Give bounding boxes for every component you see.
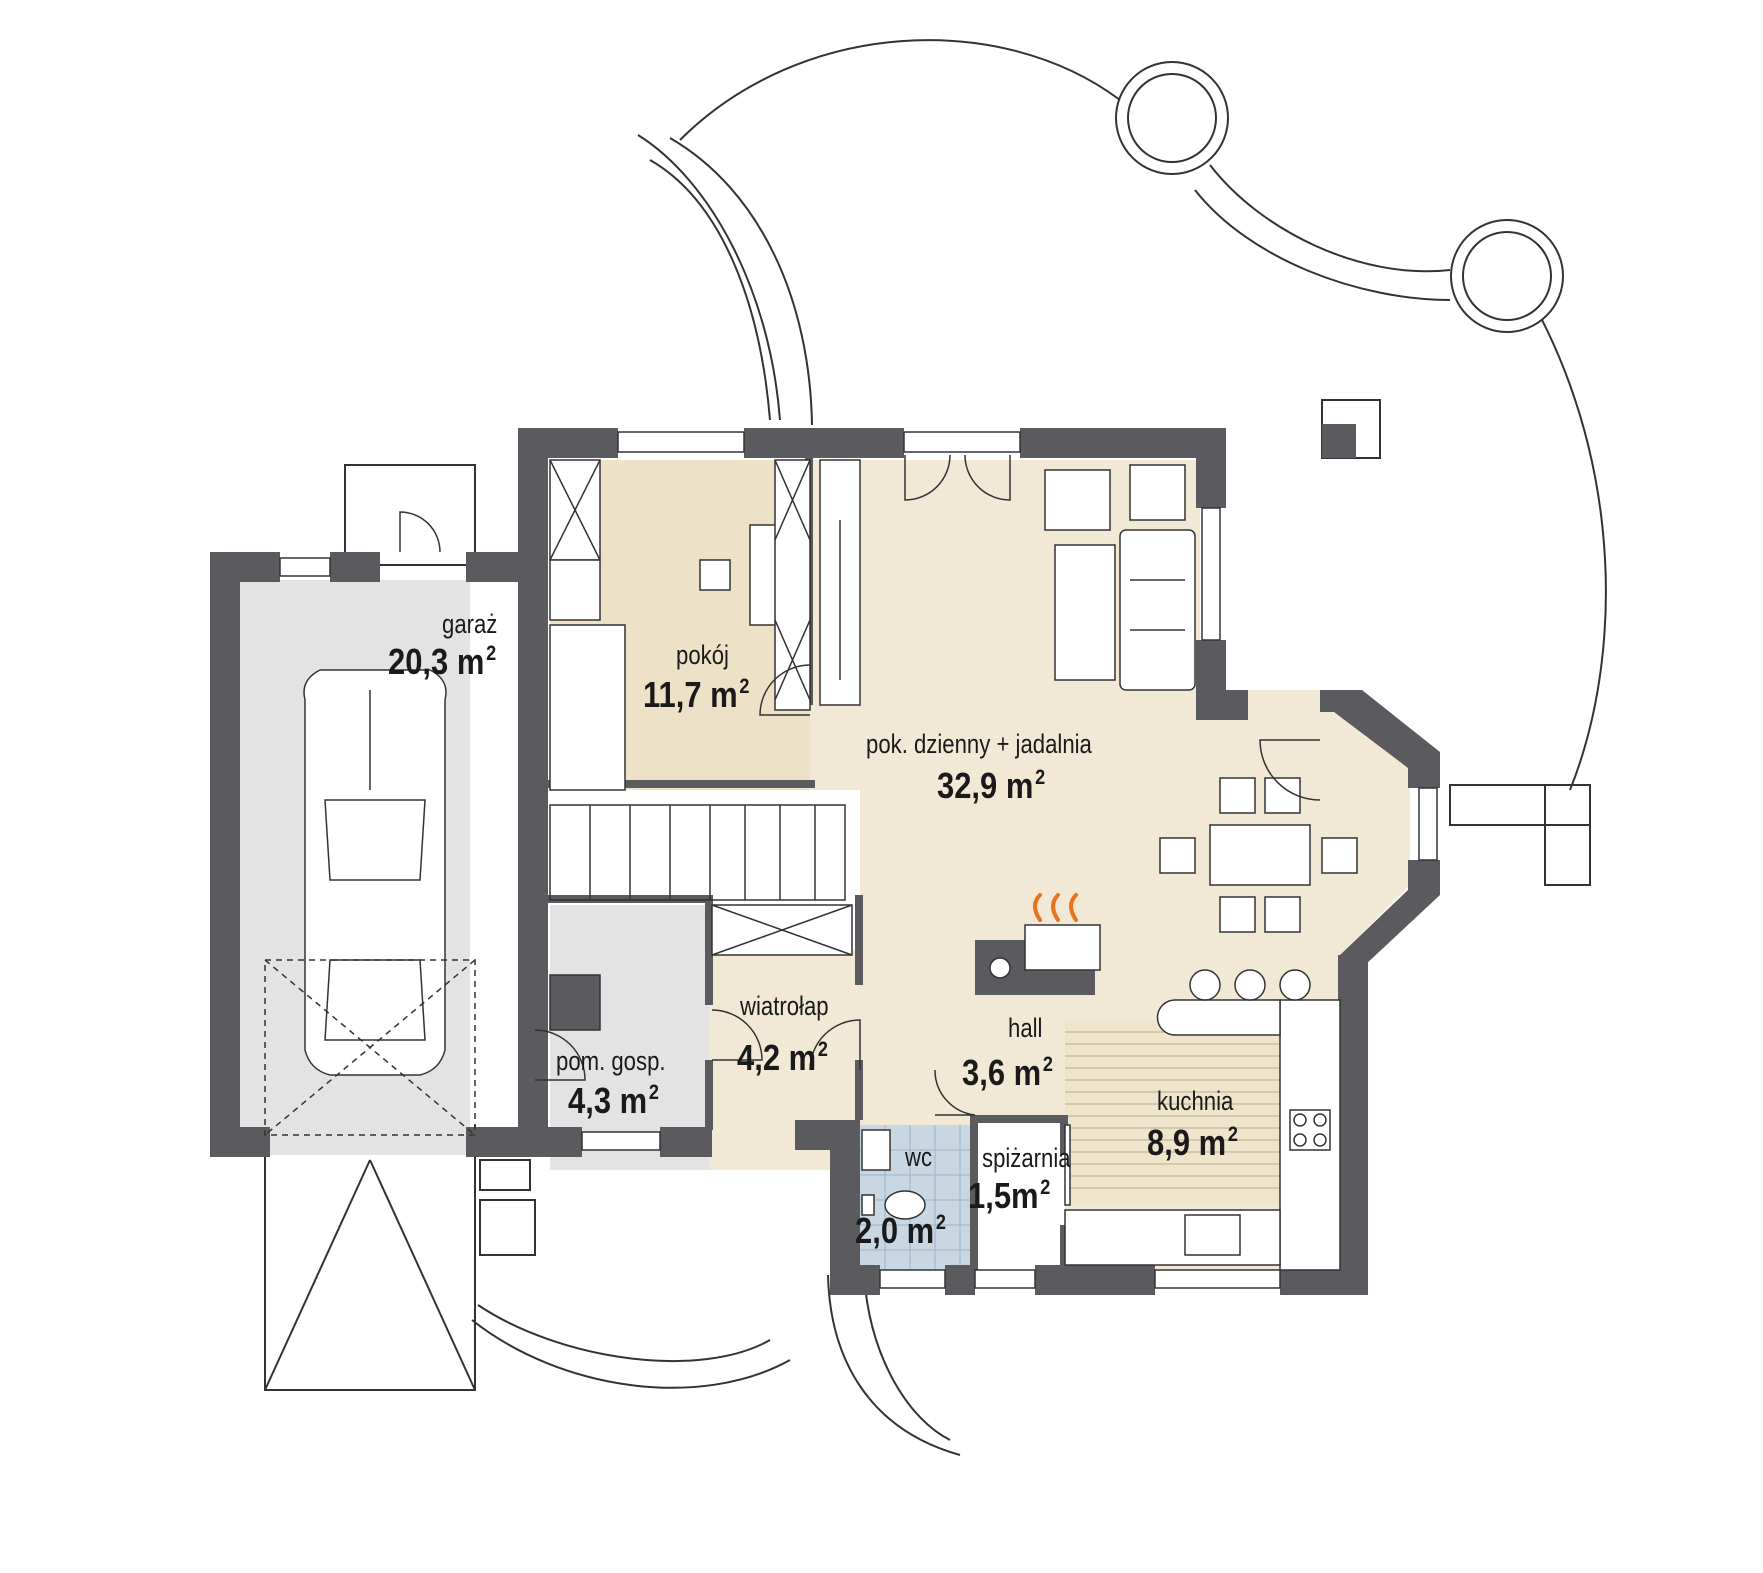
area-sup: 2 — [817, 1038, 828, 1061]
area-text: 4,2 m — [737, 1037, 817, 1078]
label-hall-area: 3,6 m2 — [962, 1054, 1053, 1091]
label-kuchnia-name: kuchnia — [1157, 1086, 1234, 1116]
terrace-outlines — [264, 39, 1607, 1456]
area-sup: 2 — [1040, 1176, 1051, 1199]
floor-gosp — [550, 905, 710, 1170]
furniture — [264, 454, 1358, 1271]
label-gosp-area: 4,3 m2 — [568, 1082, 659, 1119]
label-spizarnia-area: 1,5m2 — [968, 1177, 1050, 1214]
area-text: 3,6 m — [962, 1052, 1042, 1093]
label-wc-area: 2,0 m2 — [855, 1212, 946, 1249]
area-text: 11,7 m — [643, 674, 738, 715]
label-dzienny-area: 32,9 m2 — [937, 767, 1045, 804]
label-garaz-name: garaż — [442, 609, 498, 639]
label-wiatrolap-area: 4,2 m2 — [737, 1039, 828, 1076]
label-gosp-name: pom. gosp. — [556, 1046, 666, 1076]
kitchen-stripes — [1065, 1031, 1280, 1189]
label-dzienny-name: pok. dzienny + jadalnia — [866, 729, 1092, 759]
label-wiatrolap-name: wiatrołap — [740, 991, 829, 1021]
label-spizarnia-name: spiżarnia — [982, 1143, 1071, 1173]
label-hall-name: hall — [1008, 1013, 1043, 1043]
fire-icon — [1033, 893, 1078, 922]
windows — [279, 431, 1438, 1289]
label-wc-name: wc — [905, 1142, 933, 1172]
area-sup: 2 — [935, 1211, 946, 1234]
area-text: 32,9 m — [937, 765, 1034, 806]
label-kuchnia-area: 8,9 m2 — [1147, 1124, 1238, 1161]
chimney — [1321, 399, 1381, 459]
area-sup: 2 — [1035, 766, 1046, 789]
label-pokoj-area: 11,7 m2 — [643, 676, 749, 713]
label-pokoj-name: pokój — [676, 640, 729, 670]
floor-kitchen — [1065, 1020, 1280, 1205]
area-sup: 2 — [486, 642, 497, 665]
area-sup: 2 — [1042, 1053, 1053, 1076]
porch-box — [344, 464, 476, 566]
area-sup: 2 — [648, 1081, 659, 1104]
area-sup: 2 — [1227, 1123, 1238, 1146]
area-text: 20,3 m — [388, 641, 485, 682]
area-text: 4,3 m — [568, 1080, 648, 1121]
area-text: 8,9 m — [1147, 1122, 1227, 1163]
label-garaz-area: 20,3 m2 — [388, 643, 496, 680]
area-text: 2,0 m — [855, 1210, 935, 1251]
garden-circles — [1115, 61, 1564, 333]
area-sup: 2 — [739, 675, 750, 698]
area-text: 1,5m — [968, 1175, 1039, 1216]
